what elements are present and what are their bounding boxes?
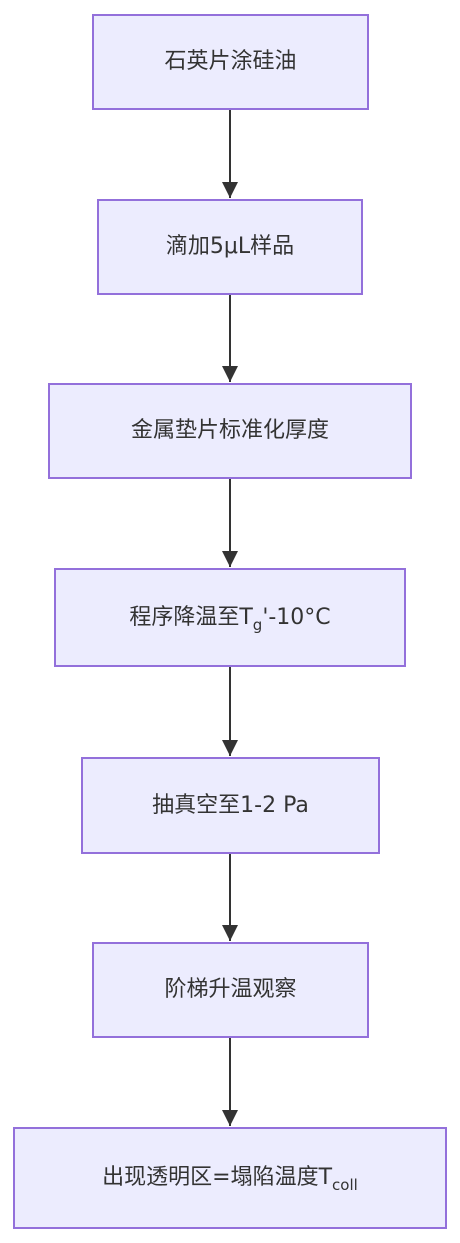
step-label-subscript: g: [252, 615, 263, 634]
step-stepwise-heating-observe: 阶梯升温观察: [92, 942, 369, 1038]
step-label: 石英片涂硅油: [164, 49, 297, 74]
step-label: 滴加5μL样品: [165, 234, 295, 259]
step-label: 阶梯升温观察: [164, 977, 297, 1002]
step-label: 抽真空至1-2 Pa: [152, 792, 309, 818]
step-add-sample-drop: 滴加5μL样品: [97, 199, 363, 295]
step-coat-quartz-with-silicone-oil: 石英片涂硅油: [92, 14, 369, 110]
step-standardize-thickness: 金属垫片标准化厚度: [48, 383, 412, 479]
step-collapse-temperature-result: 出现透明区=塌陷温度Tcoll: [13, 1127, 447, 1229]
step-label: 出现透明区=塌陷温度Tcoll: [102, 1165, 358, 1193]
step-label-main: 程序降温至T: [129, 604, 253, 630]
step-label-subscript: coll: [332, 1176, 358, 1194]
step-label-main: 出现透明区=塌陷温度T: [102, 1165, 333, 1190]
step-label-suffix: '-10°C: [262, 604, 331, 630]
step-label: 程序降温至Tg'-10°C: [129, 604, 331, 632]
step-label: 金属垫片标准化厚度: [130, 418, 329, 443]
step-program-cooling: 程序降温至Tg'-10°C: [54, 568, 406, 667]
step-evacuate-vacuum: 抽真空至1-2 Pa: [81, 757, 380, 854]
